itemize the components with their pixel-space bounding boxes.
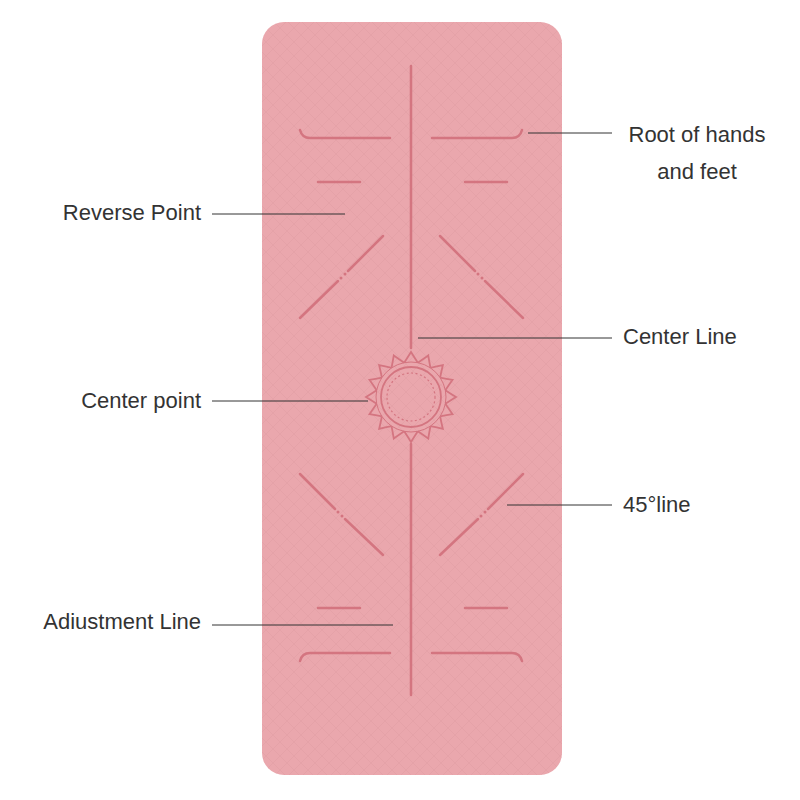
center-point-label: Center point xyxy=(81,388,201,414)
mandala-petal xyxy=(369,378,381,391)
mandala-petal xyxy=(418,426,431,438)
adjustment-line-label: Adiustment Line xyxy=(43,609,201,635)
mandala-petal xyxy=(366,390,377,404)
center-mandala xyxy=(366,352,456,442)
leader-lines xyxy=(212,133,612,625)
reverse-point-label: Reverse Point xyxy=(63,200,201,226)
mandala-petal xyxy=(445,390,456,404)
mandala-petal xyxy=(404,431,418,442)
mat-lines xyxy=(300,66,523,695)
mandala-petal xyxy=(440,378,452,391)
mat xyxy=(262,22,562,775)
mandala-petal xyxy=(392,426,405,438)
mandala-petal xyxy=(379,416,391,428)
mat-texture xyxy=(262,22,562,775)
mandala-petal xyxy=(404,352,418,363)
mandala-petal xyxy=(379,365,391,377)
mandala-petal xyxy=(369,404,381,417)
mandala-petal xyxy=(430,365,442,377)
root-label: Root of hands and feet xyxy=(617,116,777,190)
mandala-petal xyxy=(430,416,442,428)
dots xyxy=(337,273,487,518)
center-line-label: Center Line xyxy=(623,324,737,350)
mandala-petal xyxy=(418,355,431,367)
mandala-petal xyxy=(440,404,452,417)
mandala-petal xyxy=(392,355,405,367)
angle-line-label: 45°line xyxy=(623,492,691,518)
